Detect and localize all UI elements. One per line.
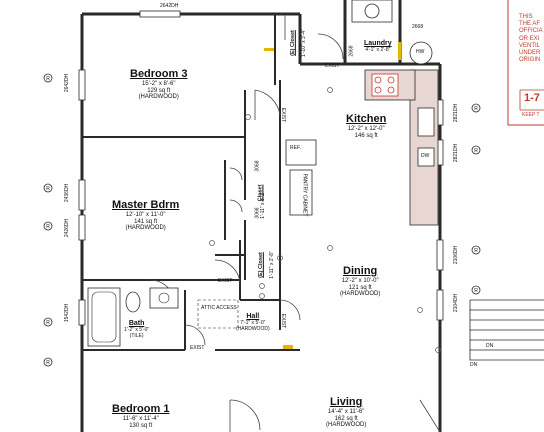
window-tag: 2642DH	[160, 3, 179, 9]
room-floor: (HARDWOOD)	[340, 291, 381, 298]
note-line: VENTIL	[519, 42, 541, 49]
bedroom1-label: Bedroom 1 11'-6" x 11'-4" 130 sq ft	[112, 403, 169, 429]
note-line: OR EXI	[519, 35, 540, 42]
bedroom3-label: Bedroom 3 15'-2" x 8'-6" 129 sq ft (HARD…	[130, 68, 187, 101]
bath-sink	[149, 287, 179, 309]
marker-r: R	[46, 186, 50, 192]
room-floor: (TILE)	[129, 332, 144, 339]
kitchen-counter	[364, 69, 439, 226]
marker-r: R	[474, 106, 478, 112]
room-dims: 12'-10" x 11'-0"	[125, 211, 166, 218]
room-name: Bedroom 1	[112, 403, 170, 415]
refrigerator	[285, 139, 317, 166]
stairs-dn-label-2: DN	[470, 362, 478, 368]
dining-label: Dining 12'-2" x 10'-0" 121 sq ft (HARDWO…	[340, 265, 380, 298]
room-name: Hall	[246, 313, 260, 320]
hall-label: Hall 7'-1" x 5'-0" (HARDWOOD)	[236, 313, 270, 333]
marker-r: R	[46, 76, 50, 82]
room-name: Living	[329, 396, 363, 408]
note-line: OFFICIA	[519, 28, 543, 35]
marker-r: R	[474, 148, 478, 154]
exist-tag: EXIST	[190, 345, 205, 351]
red-notes: THIS THE AF OFFICIA OR EXI VENTIL UNDER …	[519, 14, 543, 64]
laundry-label: Laundry 4'-1" x 2'-8"	[364, 40, 392, 54]
room-area: 121 sq ft	[348, 284, 372, 291]
marker-r: R	[46, 360, 50, 366]
room-dims: 7'-1" x 5'-0"	[240, 320, 266, 327]
exist-tag: EXIST	[325, 63, 340, 69]
red-note-frame	[507, 0, 544, 126]
room-name: Bedroom 3	[130, 68, 188, 80]
stairs-dn-label: DN	[486, 343, 494, 349]
sink-top	[351, 0, 393, 23]
note-line: ORIGIN	[519, 57, 541, 64]
bath-label: Bath 1'-2" x 5'-0" (TILE)	[124, 320, 149, 340]
kitchen-label: Kitchen 12'-2" x 12'-0" 146 sq ft	[346, 113, 386, 139]
room-name: Kitchen	[346, 113, 387, 125]
note-line: THE AF	[519, 21, 541, 28]
ref-label: REF.	[290, 145, 301, 151]
marker-r: R	[46, 224, 50, 230]
room-dims: 1'-2" x 5'-0"	[124, 327, 150, 334]
living-label: Living 14'-4" x 11'-6" 162 sq ft (HARDWO…	[326, 396, 366, 429]
room-dims: 14'-4" x 11'-6"	[327, 408, 365, 415]
room-dims: 11'-6" x 11'-4"	[122, 415, 159, 422]
red-keep-note: KEEP T	[522, 112, 540, 118]
room-area: 130 sq ft	[129, 422, 153, 429]
door-tag: 2668	[412, 24, 424, 30]
room-area: 129 sq ft	[147, 87, 171, 94]
room-name: Master Bdrm	[112, 199, 180, 211]
room-dims: 15'-2" x 8'-6"	[141, 80, 176, 87]
room-area: 162 sq ft	[334, 415, 358, 422]
note-line: THIS	[519, 14, 533, 20]
marker-r: R	[474, 248, 478, 254]
pantry-cabinet	[289, 169, 313, 216]
stairs	[469, 299, 544, 361]
room-floor: (HARDWOOD)	[138, 94, 179, 101]
water-heater	[409, 41, 433, 65]
attic-label: ATTIC ACCESS	[201, 305, 237, 311]
room-floor: (HARDWOOD)	[236, 325, 270, 332]
master-label: Master Bdrm 12'-10" x 11'-0" 141 sq ft (…	[112, 199, 179, 232]
room-name: Laundry	[364, 40, 392, 47]
hw-label: HW	[416, 49, 425, 55]
room-area: 141 sq ft	[134, 218, 158, 225]
room-dims: 4'-1" x 2'-8"	[365, 47, 391, 54]
exist-tag: EXIST	[218, 278, 233, 284]
marker-r: R	[46, 320, 50, 326]
note-line: UNDER	[519, 49, 541, 56]
room-floor: (HARDWOOD)	[125, 225, 166, 232]
red-stamp: 1-7	[524, 92, 540, 104]
attic-access	[197, 299, 239, 329]
room-dims: 12'-2" x 12'-0"	[347, 125, 385, 132]
marker-r: R	[474, 288, 478, 294]
room-name: Dining	[343, 265, 378, 277]
toilet	[125, 291, 141, 313]
room-floor: (HARDWOOD)	[326, 422, 367, 429]
bathtub	[87, 287, 121, 347]
room-name: Bath	[128, 320, 145, 327]
dw-label: DW	[421, 153, 430, 159]
room-area: 146 sq ft	[354, 132, 378, 139]
room-dims: 12'-2" x 10'-0"	[341, 277, 379, 284]
